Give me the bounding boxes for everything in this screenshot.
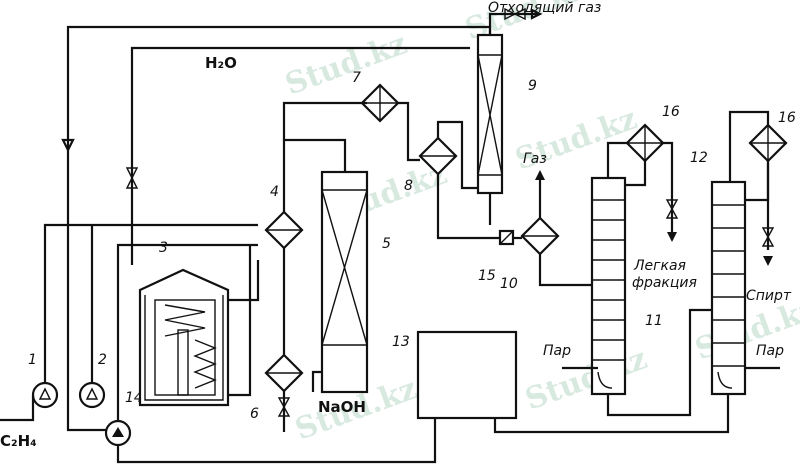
offgas-outlet: Отходящий газ	[488, 0, 601, 35]
label-15: 15	[478, 268, 496, 284]
mixer-15: 15	[478, 229, 522, 284]
column-9: 9	[476, 33, 537, 225]
label-2: 2	[98, 352, 107, 368]
label-16a: 16	[662, 104, 680, 120]
label-1: 1	[28, 352, 37, 368]
water-line: H₂O	[125, 46, 470, 265]
separator-6: 6	[250, 353, 304, 432]
pump-14: 14	[104, 243, 258, 447]
reactor-3: 3	[138, 240, 260, 407]
tank-13: 13	[116, 330, 518, 464]
gas-label: Газ	[523, 151, 547, 167]
naoh-label: NaOH	[318, 398, 366, 416]
svg-text:Stud.kz: Stud.kz	[281, 26, 412, 102]
condenser-16a: 16	[606, 104, 680, 242]
separator-10: 10 Газ	[500, 151, 592, 292]
label-5: 5	[382, 236, 391, 252]
label-7: 7	[352, 70, 361, 86]
label-8: 8	[404, 178, 413, 194]
label-16b: 16	[778, 110, 796, 126]
light-fraction-label-2: фракция	[632, 275, 697, 291]
column-5: 5 NaOH	[311, 170, 391, 416]
label-9: 9	[528, 78, 537, 94]
exchanger-8: 8	[404, 120, 500, 240]
label-12: 12	[690, 150, 708, 166]
ethylene-feed: C₂H₄	[0, 395, 37, 450]
label-13: 13	[392, 334, 410, 350]
pump-1: 1	[28, 223, 258, 409]
column-12: 12 Пар Спирт	[493, 150, 792, 434]
pump-2: 2	[78, 225, 107, 409]
label-6: 6	[250, 406, 259, 422]
column-11: 11 Легкая фракция Пар	[543, 176, 712, 417]
label-4: 4	[270, 184, 279, 200]
label-10: 10	[500, 276, 518, 292]
label-3: 3	[159, 240, 168, 256]
condenser-7: 7	[282, 70, 420, 162]
ethylene-label: C₂H₄	[0, 432, 37, 450]
water-label: H₂O	[205, 54, 237, 72]
offgas-label: Отходящий газ	[488, 0, 601, 16]
steam-left-label: Пар	[543, 343, 571, 359]
light-fraction-label-1: Легкая	[633, 258, 686, 274]
exchanger-4: 4	[264, 138, 347, 355]
condenser-16b: 16	[728, 110, 796, 266]
alcohol-label: Спирт	[746, 288, 792, 304]
label-11: 11	[645, 313, 663, 329]
steam-right-label: Пар	[756, 343, 784, 359]
label-14: 14	[125, 390, 143, 406]
svg-text:Stud.kz: Stud.kz	[521, 341, 652, 417]
